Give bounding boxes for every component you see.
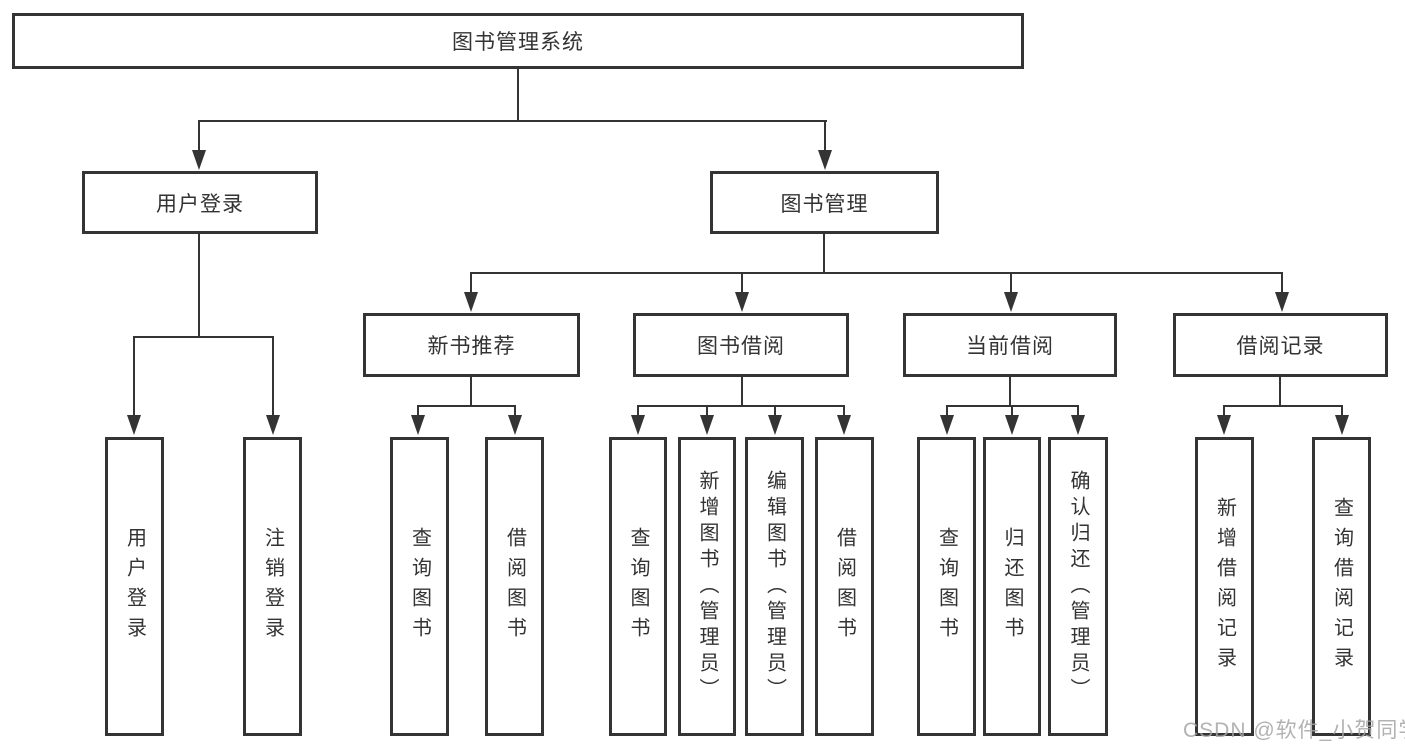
arrow-down-icon xyxy=(735,292,749,312)
connector-line xyxy=(272,336,274,416)
node-label: 借阅记录 xyxy=(1236,335,1325,358)
node-leaf-query-borrow-record: 查询借阅记录 xyxy=(1312,437,1371,736)
connector-line xyxy=(1009,377,1011,406)
arrow-down-icon xyxy=(127,415,141,435)
node-leaf-query-book-1: 查询图书 xyxy=(390,437,449,736)
connector-line xyxy=(514,405,516,416)
arrow-down-icon xyxy=(1335,415,1349,435)
arrow-down-icon xyxy=(192,150,206,170)
node-label: 借阅图书 xyxy=(833,526,856,647)
node-label: 查询图书 xyxy=(627,526,649,647)
node-leaf-user-login: 用户登录 xyxy=(105,437,164,736)
connector-line xyxy=(637,405,845,407)
connector-line xyxy=(1223,405,1343,407)
arrow-down-icon xyxy=(940,415,954,435)
node-leaf-borrow-book-2: 借阅图书 xyxy=(815,437,874,736)
connector-line xyxy=(774,405,776,416)
connector-line xyxy=(1010,272,1012,294)
connector-line xyxy=(517,69,519,121)
node-book-management: 图书管理 xyxy=(710,171,939,234)
connector-line xyxy=(1279,377,1281,406)
connector-line xyxy=(1341,405,1343,416)
connector-line xyxy=(470,272,472,294)
node-label: 编辑图书（管理员） xyxy=(763,469,786,704)
node-label: 图书借阅 xyxy=(697,335,785,358)
connector-line xyxy=(417,405,516,407)
arrow-down-icon xyxy=(508,415,522,435)
connector-line xyxy=(198,120,200,153)
connector-line xyxy=(198,120,827,122)
node-label: 借阅图书 xyxy=(503,526,526,647)
node-label: 用户登录 xyxy=(156,192,244,216)
node-leaf-query-book-2: 查询图书 xyxy=(609,437,667,736)
node-label: 新增图书（管理员） xyxy=(696,469,718,704)
node-label: 图书管理系统 xyxy=(452,31,584,54)
connector-line xyxy=(198,234,200,337)
node-new-book-recommend: 新书推荐 xyxy=(363,313,580,377)
connector-line xyxy=(741,272,743,294)
node-current-borrow: 当前借阅 xyxy=(903,313,1117,377)
arrow-down-icon xyxy=(464,292,478,312)
node-user-login: 用户登录 xyxy=(82,171,318,234)
arrow-down-icon xyxy=(266,415,280,435)
connector-line xyxy=(470,377,472,406)
node-leaf-confirm-return-admin: 确认归还（管理员） xyxy=(1048,437,1108,736)
node-label: 当前借阅 xyxy=(966,335,1054,358)
watermark: CSDN @软件_小贺同学 xyxy=(1183,719,1405,742)
node-label: 归还图书 xyxy=(1001,526,1023,647)
connector-line xyxy=(1281,272,1283,294)
connector-line xyxy=(824,120,826,153)
arrow-down-icon xyxy=(818,150,832,170)
arrow-down-icon xyxy=(837,415,851,435)
node-leaf-edit-book-admin: 编辑图书（管理员） xyxy=(745,437,804,736)
arrow-down-icon xyxy=(1004,292,1018,312)
arrow-down-icon xyxy=(1005,415,1019,435)
node-leaf-add-borrow-record: 新增借阅记录 xyxy=(1195,437,1254,736)
connector-line xyxy=(706,405,708,416)
node-label: 新书推荐 xyxy=(427,335,516,358)
connector-line xyxy=(417,405,419,416)
node-label: 查询图书 xyxy=(408,526,431,647)
node-leaf-add-book-admin: 新增图书（管理员） xyxy=(678,437,736,736)
arrow-down-icon xyxy=(1071,415,1085,435)
node-leaf-query-book-3: 查询图书 xyxy=(917,437,976,736)
node-label: 查询图书 xyxy=(935,526,958,647)
node-label: 查询借阅记录 xyxy=(1330,496,1353,677)
arrow-down-icon xyxy=(411,415,425,435)
node-label: 注销登录 xyxy=(261,526,284,647)
connector-line xyxy=(946,405,948,416)
node-label: 确认归还（管理员） xyxy=(1067,469,1089,704)
node-label: 图书管理 xyxy=(780,192,869,216)
node-leaf-logout: 注销登录 xyxy=(243,437,302,736)
node-label: 新增借阅记录 xyxy=(1213,496,1236,677)
connector-line xyxy=(1223,405,1225,416)
node-label: 用户登录 xyxy=(123,526,146,647)
connector-line xyxy=(470,272,1283,274)
arrow-down-icon xyxy=(1217,415,1231,435)
node-leaf-return-book: 归还图书 xyxy=(983,437,1041,736)
arrow-down-icon xyxy=(631,415,645,435)
arrow-down-icon xyxy=(1275,292,1289,312)
connector-line xyxy=(637,405,639,416)
connector-line xyxy=(843,405,845,416)
connector-line xyxy=(823,234,825,273)
node-book-borrow: 图书借阅 xyxy=(633,313,849,377)
connector-line xyxy=(1077,405,1079,416)
node-root: 图书管理系统 xyxy=(12,13,1024,69)
node-borrow-record: 借阅记录 xyxy=(1173,313,1388,377)
arrow-down-icon xyxy=(700,415,714,435)
arrow-down-icon xyxy=(768,415,782,435)
connector-line xyxy=(1011,405,1013,416)
connector-line xyxy=(741,377,743,406)
connector-line xyxy=(133,336,135,416)
node-leaf-borrow-book-1: 借阅图书 xyxy=(485,437,544,736)
connector-line xyxy=(133,336,274,338)
